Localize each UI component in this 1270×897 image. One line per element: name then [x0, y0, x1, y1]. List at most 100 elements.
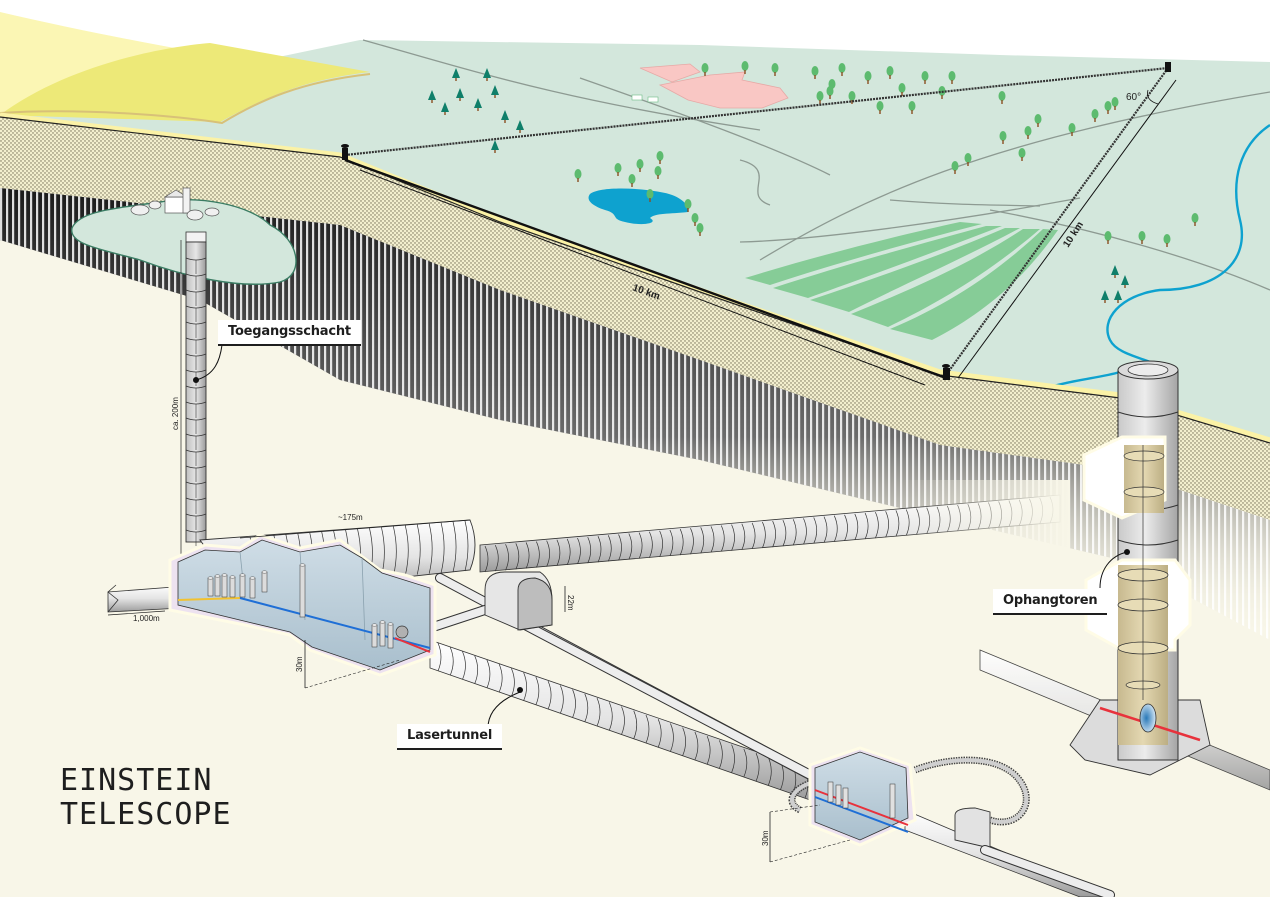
pine-tree-icon [1114, 290, 1122, 300]
tunnel-ring [638, 532, 643, 559]
cavern-pillar-top [261, 570, 268, 574]
deciduous-tree-icon [964, 153, 972, 163]
tree-trunk [889, 75, 891, 79]
tunnel-ring [556, 539, 561, 566]
cavern-pillar [261, 571, 268, 593]
deciduous-tree-icon [1091, 109, 1099, 119]
tunnel-ring [452, 521, 457, 572]
tree-trunk [1141, 240, 1143, 244]
pine-tree-icon [1101, 290, 1109, 300]
tree-trunk [1001, 100, 1003, 104]
deciduous-tree-icon [654, 166, 662, 176]
tree-trunk [1002, 140, 1004, 144]
label-access-shaft: Toegangsschacht [218, 320, 361, 346]
tunnel-ring [404, 525, 409, 576]
pine-tree-icon [1121, 275, 1129, 285]
tunnel-ring [546, 540, 550, 567]
cavern-pillar-top [379, 620, 386, 624]
tunnel-ring [854, 513, 859, 541]
deciduous-tree-icon [574, 169, 582, 179]
tree-trunk [657, 175, 659, 179]
tree-trunk [851, 100, 853, 104]
arm-tunnel-north [479, 480, 1070, 580]
tree-trunk [967, 162, 969, 166]
label-laser-tunnel: Lasertunnel [397, 724, 503, 750]
tunnel-ring [572, 689, 576, 718]
tree-trunk [954, 170, 956, 174]
tree-trunk [1114, 106, 1116, 110]
deciduous-tree-icon [741, 61, 749, 71]
tree-trunk [577, 178, 579, 182]
deciduous-tree-icon [951, 161, 959, 171]
title-line-1: EINSTEIN [60, 763, 213, 798]
tree-trunk [1166, 243, 1168, 247]
tree-trunk [879, 110, 881, 114]
pine-tree-icon [452, 68, 460, 78]
pine-tree-icon [491, 85, 499, 95]
town [631, 63, 789, 109]
deciduous-tree-icon [848, 91, 856, 101]
tree-trunk [1021, 157, 1023, 161]
tunnel-ring [515, 543, 520, 570]
deciduous-tree-icon [1111, 97, 1119, 107]
pine-tree-icon [483, 68, 491, 78]
yellow-field-edge [0, 73, 371, 125]
tunnel-ring [751, 522, 756, 549]
station-marker-vertex-west [341, 144, 349, 160]
tunnel-ring [505, 544, 509, 571]
tree-trunk [699, 232, 701, 236]
tunnel-ring [416, 524, 421, 575]
page-title: EINSTEIN TELESCOPE [60, 764, 232, 832]
deciduous-tree-icon [886, 66, 894, 76]
tunnel-ring [731, 524, 735, 551]
tree-trunk [901, 92, 903, 96]
deciduous-tree-icon [1068, 123, 1076, 133]
deciduous-tree-icon [696, 223, 704, 233]
tunnel-ring [690, 528, 694, 555]
deciduous-tree-icon [876, 101, 884, 111]
deciduous-tree-icon [811, 66, 819, 76]
tree-trunk [814, 75, 816, 79]
tunnel-ring [428, 523, 433, 574]
tree-trunk [951, 80, 953, 84]
tunnel-ring [741, 523, 746, 550]
deciduous-tree-icon [701, 63, 709, 73]
yellow-field [0, 43, 370, 122]
tree-trunk [1027, 135, 1029, 139]
tunnel-ring [731, 744, 735, 773]
tunnel-ring [719, 740, 723, 769]
cavern-pillar [299, 564, 306, 618]
pine-tree-icon [516, 120, 524, 130]
main-cavern [168, 519, 471, 689]
tunnel-ring [844, 514, 848, 541]
tunnel-ring [767, 757, 772, 786]
tunnel-ring [682, 727, 687, 756]
cavern-pillar [239, 574, 246, 598]
tunnel-ring [596, 697, 601, 727]
tunnel-ring [566, 538, 571, 566]
tree-trunk [431, 100, 433, 103]
tunnel-ring [577, 537, 581, 565]
pine-tree-icon [1111, 265, 1119, 275]
tree-trunk [1194, 222, 1196, 226]
deciduous-tree-icon [908, 101, 916, 111]
shaft-depth-label: ca. 200m [171, 397, 180, 430]
deciduous-tree-icon [1024, 126, 1032, 136]
station-marker-vertex-south [942, 364, 950, 380]
tunnel-ring [474, 655, 479, 684]
side-tunnel-length-label: 1,000m [133, 614, 160, 623]
deciduous-tree-icon [614, 163, 622, 173]
cavern-pillar-top [214, 574, 221, 578]
deciduous-tree-icon [656, 151, 664, 161]
deciduous-tree-icon [998, 91, 1006, 101]
deciduous-tree-icon [864, 71, 872, 81]
tunnel-ring [720, 525, 725, 552]
deciduous-tree-icon [1104, 101, 1112, 111]
tunnel-ring [494, 544, 499, 572]
tree-trunk [504, 120, 506, 123]
tree-trunk [444, 112, 446, 115]
tunnel-ring [657, 719, 662, 748]
tunnel-ring [535, 676, 540, 706]
deciduous-tree-icon [646, 189, 654, 199]
tunnel-ring [659, 530, 663, 558]
